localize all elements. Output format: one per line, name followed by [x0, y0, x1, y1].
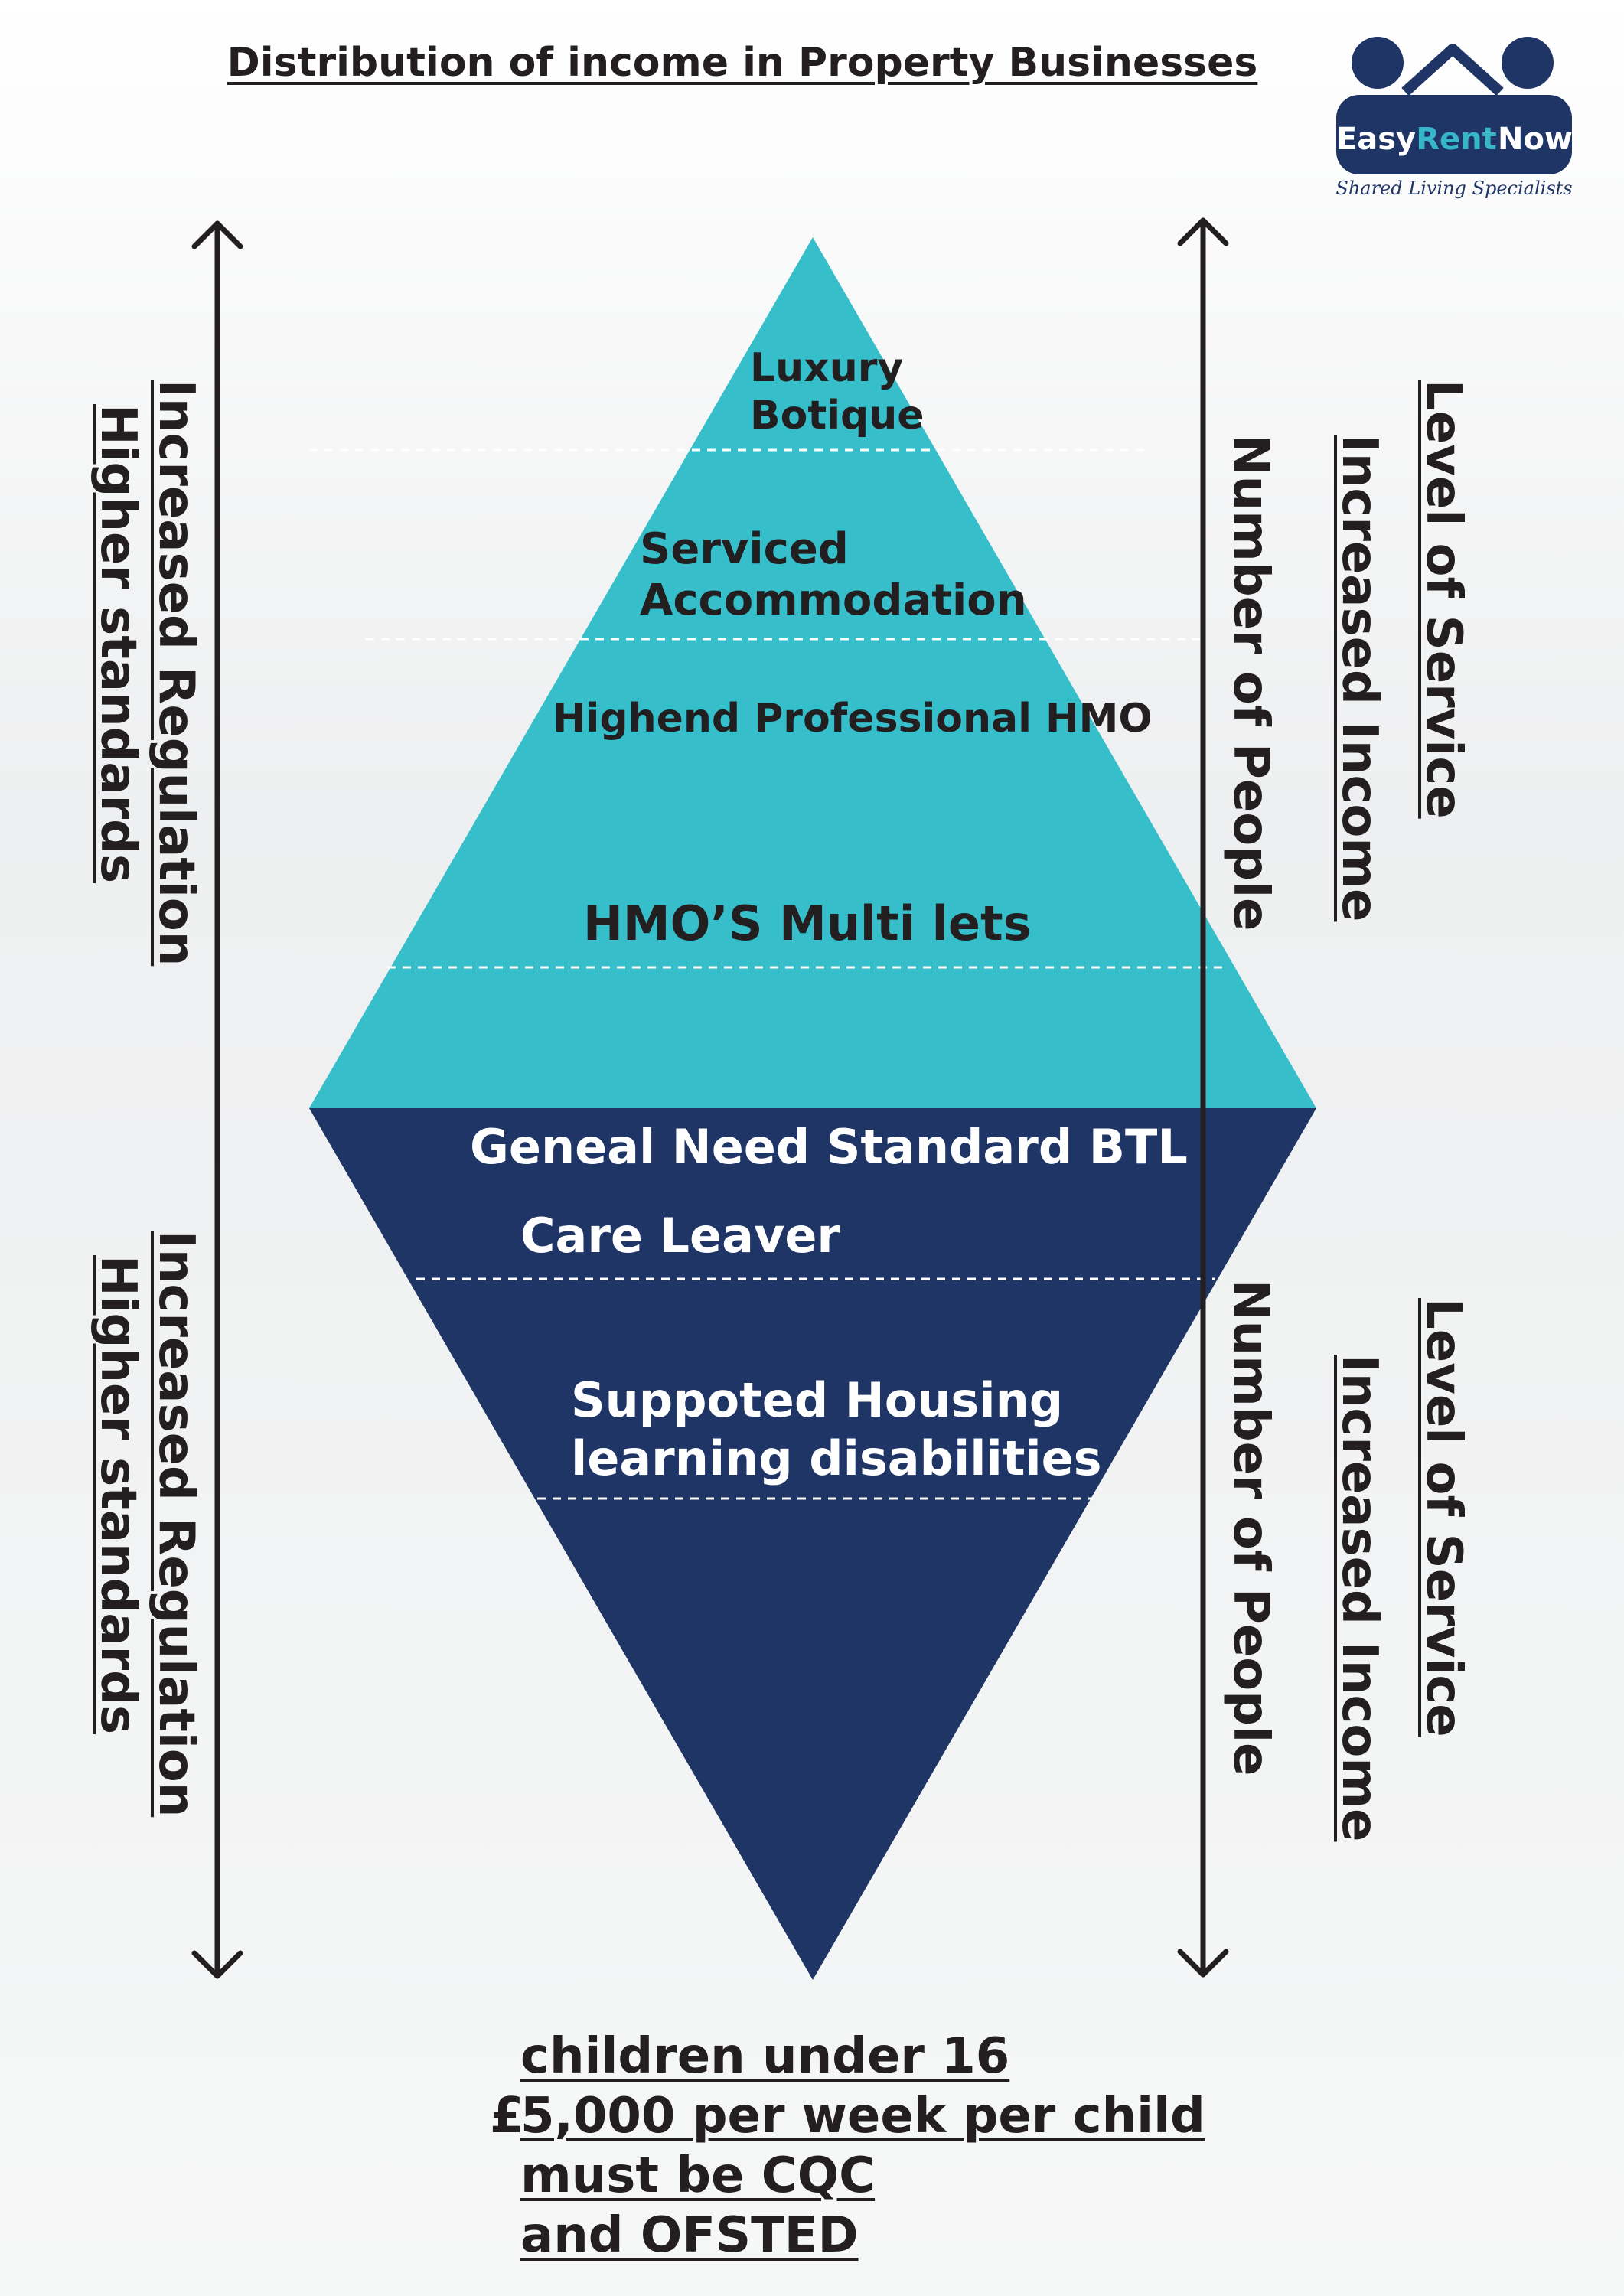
page-title: Distribution of income in Property Busin… [227, 40, 1258, 86]
lower-number-of-people-label: Number of People [1222, 1280, 1279, 1776]
lower-higher-standards-label: Higher standards [90, 1255, 146, 1735]
logo-person-left-icon [1352, 37, 1404, 89]
upper-higher-standards-label: Higher standards [90, 404, 146, 884]
lower-increased-regulation-label: Increased Regulation [148, 1231, 204, 1818]
logo-badge [1336, 95, 1572, 174]
footnote-line: 5,000 per week per child [520, 2088, 1205, 2144]
left-double-arrow [191, 220, 243, 1979]
lower-level-of-service-label: Level of Service [1415, 1298, 1472, 1737]
easy-rent-now-logo: Easy Rent Now Shared Living Specialists [1335, 37, 1573, 199]
tier-hmos-multi-lets: HMO’S Multi lets [583, 895, 1032, 951]
lower-triangle [309, 1108, 1316, 1980]
logo-tagline: Shared Living Specialists [1335, 178, 1572, 199]
tier-care-leaver: Care Leaver [520, 1208, 840, 1264]
pound-symbol: £ [490, 2088, 524, 2144]
upper-triangle [309, 237, 1316, 1108]
footnote-line: must be CQC [520, 2148, 876, 2204]
upper-increased-regulation-label: Increased Regulation [148, 380, 204, 967]
tier-supported-housing: Suppoted Housing learning disabilities [571, 1372, 1102, 1486]
logo-word-easy: Easy [1336, 122, 1416, 157]
lower-increased-income-label: Increased Income [1331, 1355, 1388, 1842]
footnote-line: and OFSTED [520, 2207, 859, 2264]
logo-word-rent: Rent [1416, 122, 1497, 157]
footnote-line: children under 16 [520, 2028, 1010, 2085]
tier-highend-professional-hmo: Highend Professional HMO [553, 696, 1153, 742]
footnote: children under 16 £ 5,000 per week per c… [490, 2027, 1205, 2265]
tier-general-need-btl: Geneal Need Standard BTL [470, 1119, 1188, 1175]
upper-increased-income-label: Increased Income [1331, 435, 1388, 922]
logo-roof-icon [1401, 44, 1504, 96]
upper-number-of-people-label: Number of People [1222, 435, 1279, 931]
tier-luxury-botique: Luxury Botique [750, 345, 925, 439]
right-double-arrow [1177, 217, 1229, 1978]
logo-person-right-icon [1502, 37, 1554, 89]
upper-level-of-service-label: Level of Service [1415, 380, 1472, 819]
tier-serviced-accommodation: Serviced Accommodation [640, 524, 1027, 626]
logo-word-now: Now [1498, 122, 1573, 157]
